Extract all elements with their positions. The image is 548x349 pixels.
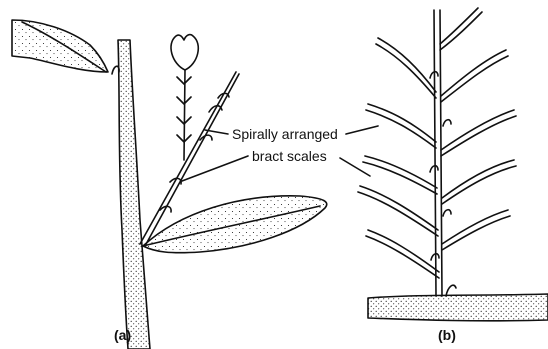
bract-scale bbox=[200, 135, 212, 140]
panel-a-drawing bbox=[12, 20, 327, 349]
right-branch bbox=[442, 160, 514, 198]
ground-strip bbox=[368, 294, 548, 321]
leader-line bbox=[205, 130, 228, 134]
right-branch bbox=[441, 50, 506, 96]
leader-line bbox=[346, 126, 378, 134]
panel-b-drawing bbox=[358, 8, 548, 321]
right-branch bbox=[442, 210, 508, 244]
left-branch bbox=[360, 186, 438, 230]
annotation-group: Spirally arranged bract scales bbox=[182, 126, 378, 181]
left-branch bbox=[378, 38, 436, 92]
panel-label-b: (b) bbox=[438, 327, 456, 343]
bract-scale-b bbox=[443, 120, 451, 126]
base-bud-b bbox=[446, 285, 456, 296]
left-branch bbox=[365, 156, 437, 188]
left-branch bbox=[368, 104, 436, 142]
bract-scale-b bbox=[430, 166, 438, 172]
bract-scale-b bbox=[443, 210, 451, 216]
right-branch bbox=[441, 110, 514, 150]
left-branch bbox=[368, 230, 439, 272]
main-stem-a bbox=[118, 40, 150, 349]
leader-line bbox=[340, 158, 370, 176]
annotation-line-2: bract scales bbox=[252, 148, 327, 164]
right-branch bbox=[440, 8, 478, 44]
panel-label-a: (a) bbox=[114, 327, 131, 343]
annotation-line-1: Spirally arranged bbox=[232, 126, 338, 142]
flower-head bbox=[171, 35, 198, 70]
